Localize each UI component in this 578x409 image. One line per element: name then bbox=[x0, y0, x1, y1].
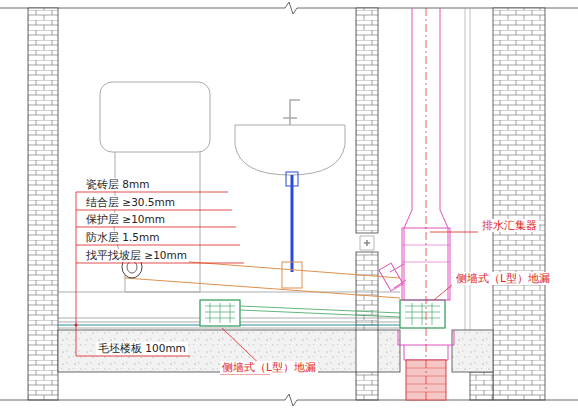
drain-label: 侧墙式（L型）地漏 bbox=[454, 272, 552, 285]
layer-label: 瓷砖层 8mm bbox=[84, 178, 151, 191]
drain-label: 侧墙式（L型）地漏 bbox=[220, 361, 318, 374]
layer-label: 找平找坡层 ≥10mm bbox=[84, 249, 189, 262]
layer-label: 防水层 1.5mm bbox=[84, 231, 162, 244]
collector-label: 排水汇集器 bbox=[480, 219, 539, 232]
layer-label: 结合层 ≥30.5mm bbox=[84, 196, 177, 209]
layer-label: 保护层 ≥10mm bbox=[84, 213, 167, 226]
slab-label: 毛坯楼板 100mm bbox=[96, 342, 188, 355]
